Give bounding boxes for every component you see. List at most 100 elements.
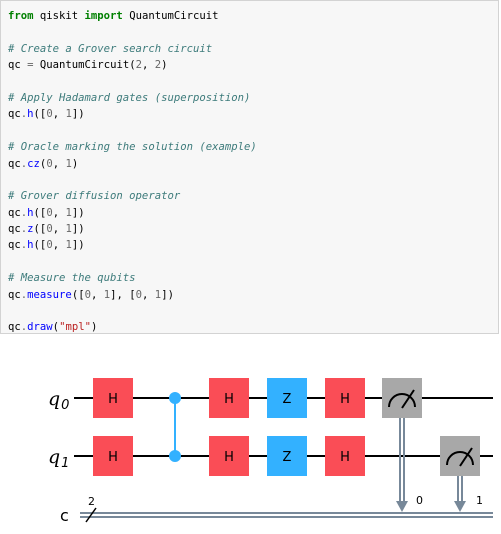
code-token: qc xyxy=(8,59,28,72)
h-gate: H xyxy=(209,436,249,476)
code-token: h xyxy=(27,239,34,252)
code-token: ]) xyxy=(161,288,174,301)
svg-text:H: H xyxy=(108,450,118,465)
code-cell[interactable]: from qiskit import QuantumCircuit # Crea… xyxy=(0,0,499,334)
code-token: 0 xyxy=(46,157,53,170)
code-token: 0 xyxy=(135,288,143,301)
h-gate: H xyxy=(325,436,365,476)
code-token: = xyxy=(27,59,34,72)
code-token: ([ xyxy=(33,108,47,121)
code-token: . xyxy=(20,288,28,301)
classical-register-width: 2 xyxy=(88,495,95,508)
code-token: ) xyxy=(71,157,79,170)
qubit-label-q0: q0 xyxy=(48,388,69,413)
code-token: ]) xyxy=(71,108,85,121)
code-line: qc.h([0, 1]) xyxy=(8,237,257,253)
code-token: qiskit xyxy=(33,10,85,22)
code-token: z xyxy=(27,223,34,236)
code-token: qc xyxy=(8,239,21,252)
code-line: # Measure the qubits xyxy=(8,270,257,286)
code-token: qc xyxy=(8,206,21,219)
code-token: "mpl" xyxy=(59,321,91,334)
measure-gate-q0 xyxy=(382,378,422,418)
meter-icon xyxy=(388,393,416,408)
code-token: measure xyxy=(27,288,72,301)
code-token: , xyxy=(52,206,66,219)
code-token: . xyxy=(20,321,28,334)
classical-width-slash xyxy=(85,507,97,523)
code-token: # Apply Hadamard gates (superposition) xyxy=(8,91,251,104)
code-token: ([ xyxy=(33,223,47,236)
measure-connector-q1 xyxy=(454,476,466,512)
code-line: # Apply Hadamard gates (superposition) xyxy=(8,90,257,106)
code-token: ) xyxy=(90,321,98,334)
code-token: ]) xyxy=(71,239,85,252)
code-token: h xyxy=(27,206,34,219)
code-token: , xyxy=(52,108,66,121)
code-token: qc xyxy=(8,108,21,121)
code-line xyxy=(8,24,257,40)
code-token: 2 xyxy=(154,59,162,72)
code-line: qc.cz(0, 1) xyxy=(8,156,257,172)
code-line: # Grover diffusion operator xyxy=(8,188,257,204)
code-token: , xyxy=(52,223,66,236)
code-token: h xyxy=(27,108,34,121)
code-token: cz xyxy=(27,157,40,170)
code-token: # Create a Grover search circuit xyxy=(8,42,213,55)
code-token: ([ xyxy=(71,288,85,301)
code-token: 1 xyxy=(103,288,111,301)
h-gate: H xyxy=(325,378,365,418)
measure-gate-q1 xyxy=(440,436,480,476)
code-line: # Create a Grover search circuit xyxy=(8,41,257,57)
code-token: draw xyxy=(27,321,53,334)
code-token: ]) xyxy=(71,206,85,219)
cz-control-q0 xyxy=(169,392,181,404)
code-line: qc.z([0, 1]) xyxy=(8,221,257,237)
svg-text:H: H xyxy=(224,392,234,407)
code-token: . xyxy=(20,157,28,170)
code-token: . xyxy=(20,239,28,252)
code-editor[interactable]: from qiskit import QuantumCircuit # Crea… xyxy=(8,8,257,334)
code-line: # Oracle marking the solution (example) xyxy=(8,139,257,155)
code-token: , xyxy=(52,157,66,170)
code-line xyxy=(8,303,257,319)
code-token: 0 xyxy=(84,288,91,301)
code-token: import xyxy=(84,10,123,22)
code-token: 0 xyxy=(46,206,53,219)
code-token: 1 xyxy=(65,108,72,121)
code-token: qc xyxy=(8,223,21,236)
code-token: QuantumCircuit xyxy=(122,10,219,22)
code-token: ], [ xyxy=(110,288,136,301)
z-gate: Z xyxy=(267,436,307,476)
code-line: qc.measure([0, 1], [0, 1]) xyxy=(8,287,257,303)
code-line: qc = QuantumCircuit(2, 2) xyxy=(8,57,257,73)
h-gate: H xyxy=(93,378,133,418)
h-gate: H xyxy=(93,436,133,476)
measure-bit-0: 0 xyxy=(416,494,423,507)
code-line: qc.h([0, 1]) xyxy=(8,106,257,122)
code-line: from qiskit import QuantumCircuit xyxy=(8,8,257,24)
measure-connector-q0 xyxy=(396,418,408,512)
code-token: # Measure the qubits xyxy=(8,272,136,285)
code-token: 0 xyxy=(46,223,53,236)
svg-text:H: H xyxy=(224,450,234,465)
svg-text:H: H xyxy=(340,450,350,465)
code-token: # Grover diffusion operator xyxy=(8,190,181,203)
code-token: ([ xyxy=(33,206,47,219)
qubit-label-q1: q1 xyxy=(48,446,69,471)
code-token: ]) xyxy=(71,223,85,236)
code-token: 1 xyxy=(65,223,72,236)
code-token: , xyxy=(141,59,155,72)
code-token: ( xyxy=(39,157,47,170)
code-token: . xyxy=(20,108,28,121)
code-token: 1 xyxy=(65,206,72,219)
code-line: qc.h([0, 1]) xyxy=(8,205,257,221)
code-line xyxy=(8,254,257,270)
code-token: 1 xyxy=(154,288,162,301)
code-line: qc.draw("mpl") xyxy=(8,319,257,334)
code-token: QuantumCircuit( xyxy=(33,59,136,72)
code-token: . xyxy=(20,206,28,219)
code-token: from xyxy=(8,10,34,22)
code-token: # Oracle marking the solution (example) xyxy=(8,141,257,154)
svg-text:H: H xyxy=(340,392,350,407)
